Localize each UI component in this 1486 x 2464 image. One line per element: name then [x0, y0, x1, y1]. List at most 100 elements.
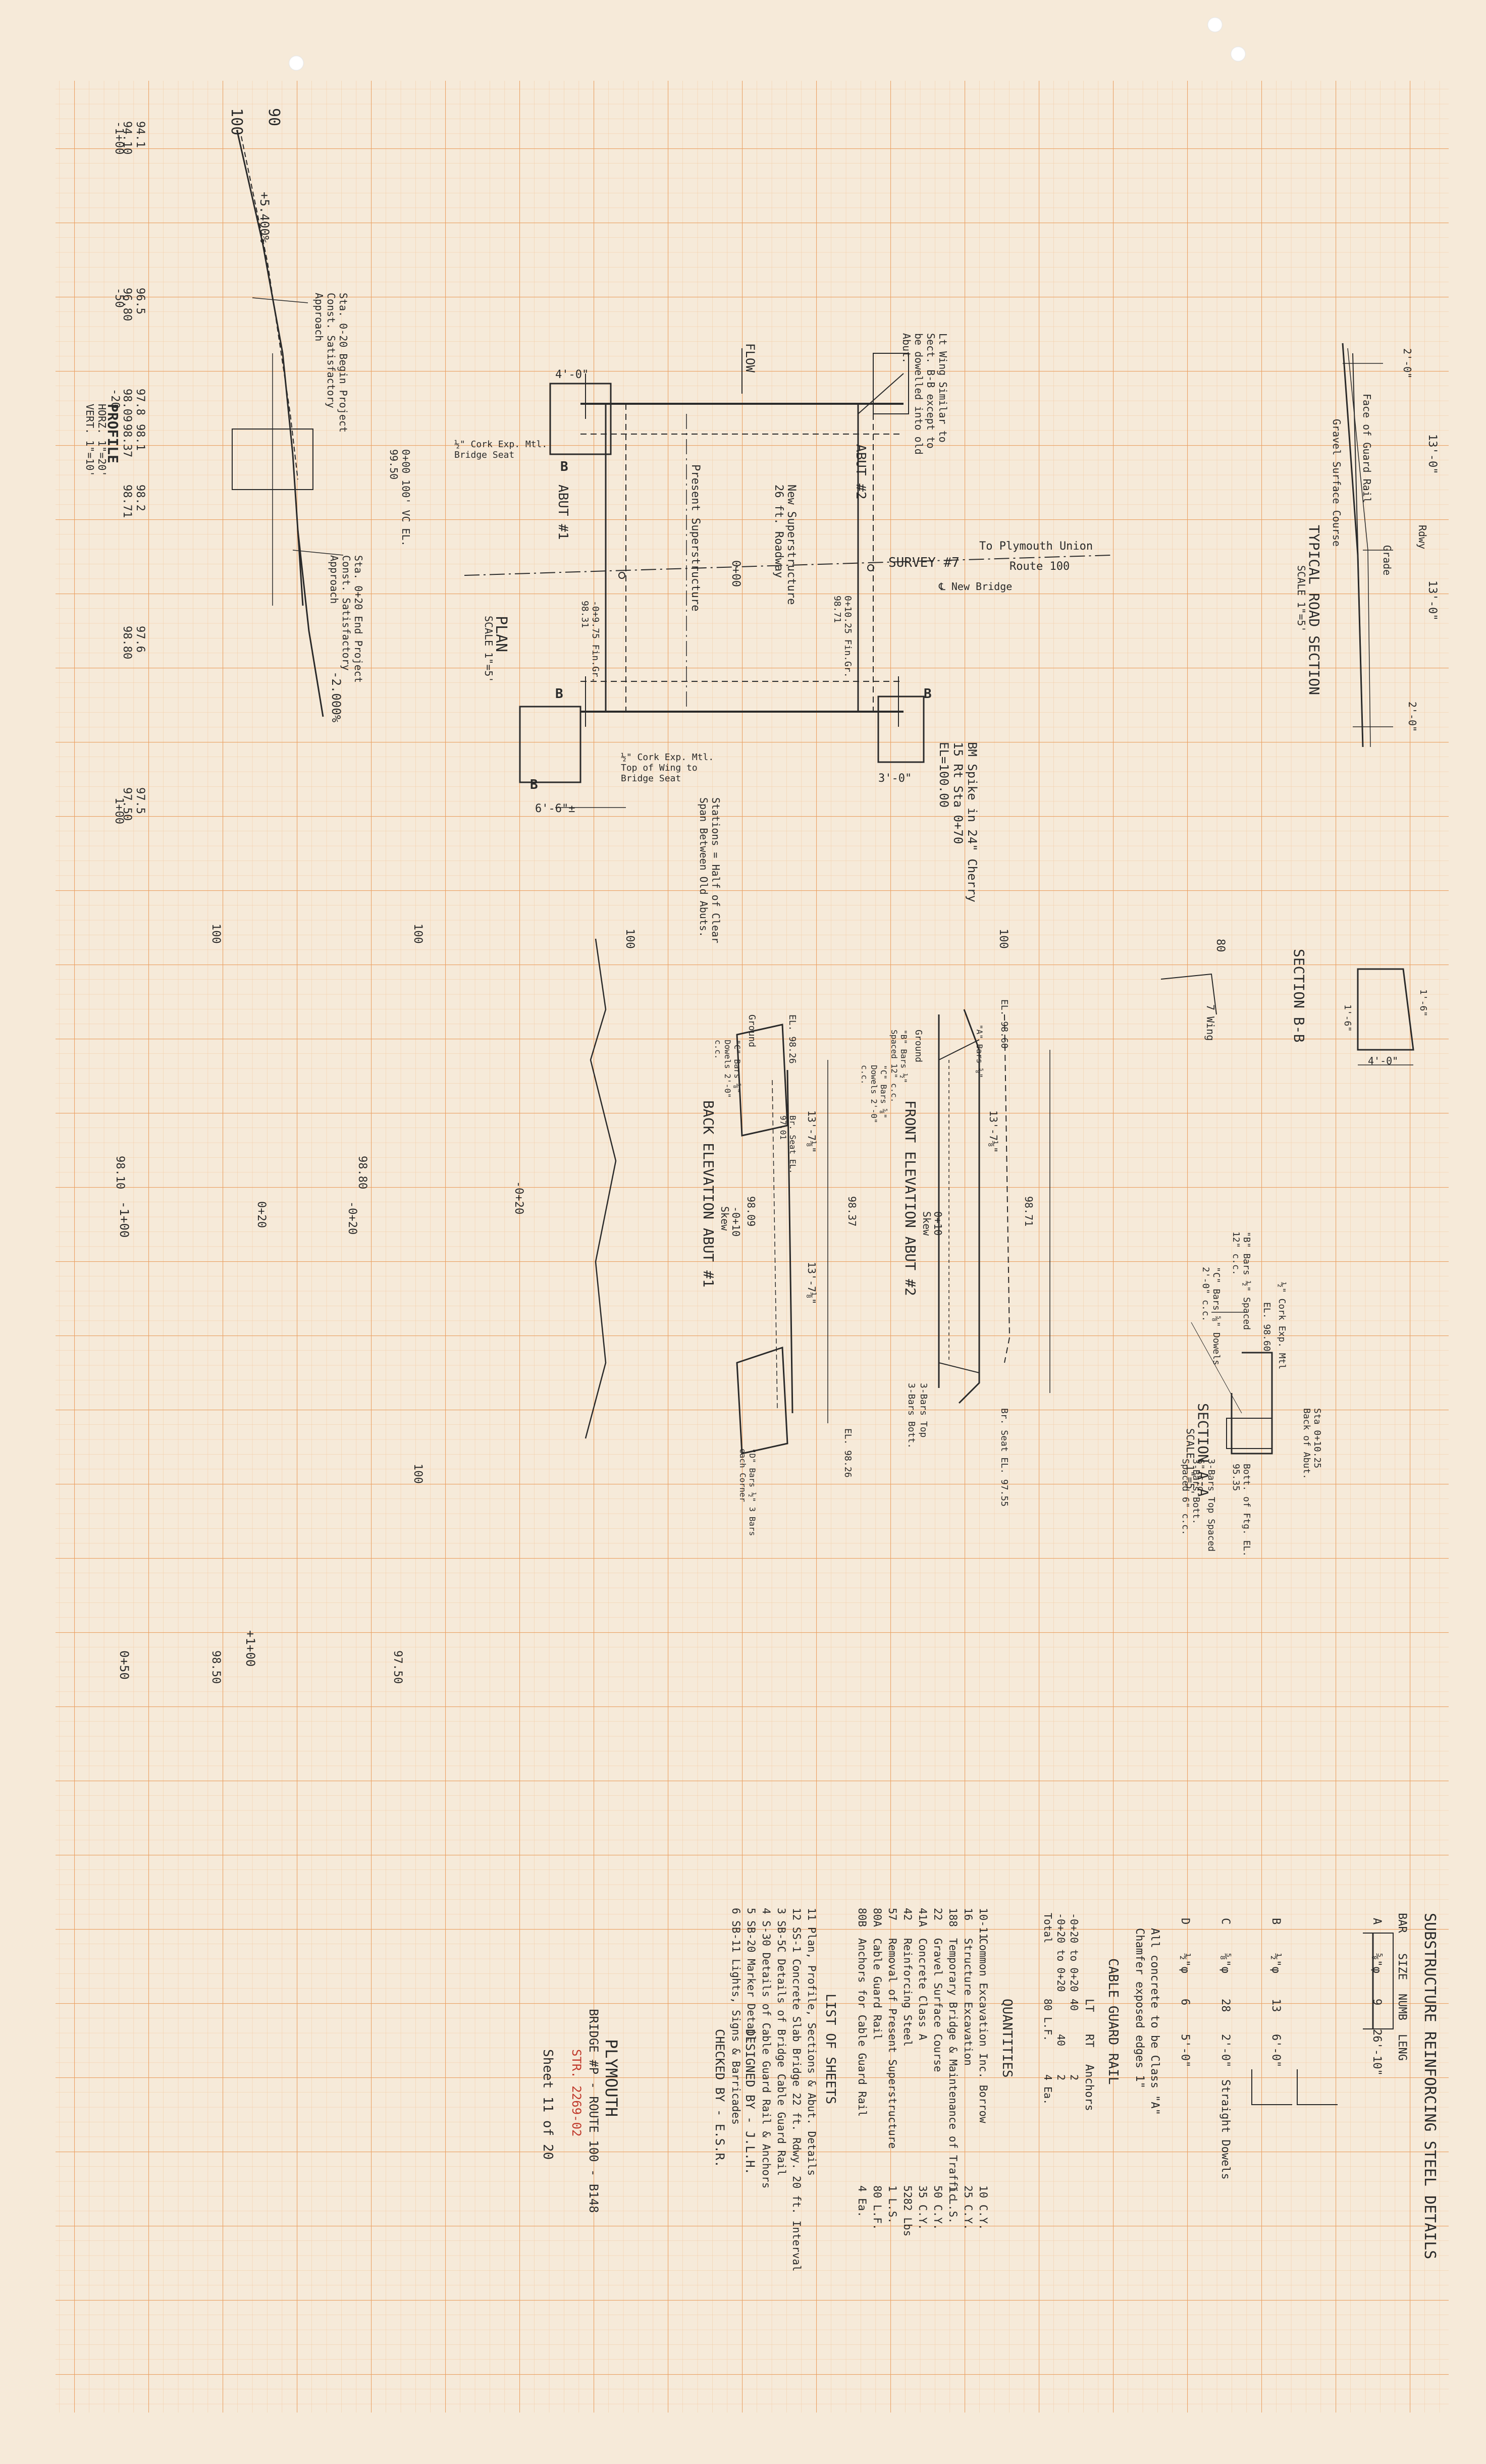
reinforcing-header-bar: BAR — [1396, 1913, 1408, 1933]
road-section-dim-a: 2'-0" — [1401, 348, 1413, 379]
guard-rail-total-anchors: 4 Ea. — [1042, 2074, 1054, 2105]
back-elevation-title: BACK ELEVATION ABUT #1 — [700, 1100, 717, 1288]
plan-section-marker: B — [530, 777, 538, 792]
checked-by: CHECKED BY - E.S.R. — [713, 2029, 727, 2168]
reinforcing-header-leng: LENG — [1396, 2034, 1408, 2061]
road-section-right: 13'-0" — [1426, 580, 1439, 621]
reinforcing-numb: 6 — [1179, 1999, 1191, 2006]
reinforcing-bar: B — [1269, 1918, 1282, 1925]
profile-station-1: -50 — [113, 288, 125, 308]
section-bb-thickness: 1'-6" — [1342, 1004, 1353, 1032]
road-section-grade: Grade — [1381, 545, 1393, 576]
road-section-title: TYPICAL ROAD SECTION — [1306, 525, 1322, 695]
front-elevation-sta: 0+10 — [932, 1211, 944, 1236]
quantity-no: 10-11 — [977, 1908, 989, 1940]
plan-cork-1: ½" Cork Exp. Mtl. Bridge Seat — [454, 439, 548, 460]
sheet-list-item: 5 SB-20 Marker Detail — [745, 1908, 757, 2042]
profile-ground-2: 97.8 — [134, 389, 146, 415]
back-elevation-ground: Ground — [747, 1014, 757, 1048]
profile-grade-3: 98.37 — [121, 424, 133, 458]
quantity-desc: Cable Guard Rail — [871, 1938, 883, 2041]
plan-new-super: New Superstructure 26 ft. Roadway — [772, 485, 798, 605]
cross-section-station: -0+20 — [512, 1181, 525, 1215]
quantity-desc: Common Excavation Inc. Borrow — [977, 1938, 989, 2123]
cross-section-scale-mark: 80 — [1214, 939, 1227, 952]
reinforcing-leng: 5'-0" — [1179, 2034, 1191, 2068]
reinforcing-size: ⅝"φ — [1370, 1953, 1383, 1973]
profile-ground-6: 97.5 — [134, 787, 146, 814]
back-elevation-skew: Skew — [719, 1206, 731, 1231]
guard-rail-lt: 40 — [1068, 1999, 1080, 2011]
sheet-list-item: 4 S-30 Details of Cable Guard Rail & Anc… — [760, 1908, 772, 2189]
profile-grade-5: 98.80 — [121, 626, 133, 660]
quantity-no: 41A — [917, 1908, 929, 1927]
plan-drawing — [464, 348, 1111, 808]
quantity-no: 57 — [886, 1908, 898, 1921]
quantities-title: QUANTITIES — [999, 1999, 1015, 2078]
section-aa-drawing — [1191, 1312, 1273, 1455]
profile-grade-up: +5.400% — [257, 192, 272, 243]
reinforcing-numb: 9 — [1370, 1999, 1383, 2006]
punch-hole — [1207, 17, 1223, 32]
back-elevation-sta: -0+10 — [730, 1206, 742, 1237]
front-elevation-top-bars: 3-Bars Top — [918, 1383, 929, 1438]
road-section-scale: SCALE 1"=5' — [1295, 565, 1307, 632]
reinforcing-leng: 6'-0" — [1269, 2034, 1282, 2068]
cross-section-elev: 98.10 — [114, 1156, 126, 1190]
plan-title: PLAN — [492, 616, 510, 653]
profile-grade-2: 98.09 — [121, 389, 133, 422]
reinforcing-size: ⅝"φ — [1219, 1953, 1232, 1973]
front-elevation-ground: Ground — [913, 1030, 924, 1063]
cross-section-station: -0+20 — [346, 1201, 358, 1235]
section-aa-bars-bott: 3-Bars Bott. Spaced 6" c.c. — [1180, 1459, 1201, 1535]
plan-route: Route 100 — [1010, 560, 1070, 573]
plan-dim-bottom: 6'-6"± — [535, 802, 575, 815]
reinforcing-bar: C — [1219, 1918, 1232, 1925]
front-elevation-drawing — [938, 1009, 1050, 1404]
section-aa-bars-c: "C" Bars ⅝" Dowels 2'-0" c.c. — [1200, 1267, 1222, 1366]
profile-station-0: -1+00 — [113, 121, 125, 155]
reinforcing-note: Straight Dowels — [1219, 2079, 1232, 2180]
guard-rail-total-lf: 80 L.F. — [1042, 1999, 1054, 2042]
reinforcing-size: ½"φ — [1269, 1953, 1282, 1973]
plan-to-plymouth: To Plymouth Union — [979, 540, 1093, 553]
profile-scale-v: VERT. 1"=10' — [84, 404, 96, 477]
stream-section-drawing — [585, 938, 617, 1439]
plan-scale: SCALE 1"=5' — [483, 616, 495, 683]
front-elevation-bars-a: "A" Bars ⅝" — [975, 1025, 984, 1078]
profile-ground-0: 94.1 — [134, 121, 146, 148]
quantity-desc: Structure Excavation — [962, 1938, 974, 2066]
plan-new-bridge: ℄ New Bridge — [939, 580, 1013, 593]
guard-rail-header-lt: LT — [1083, 1999, 1095, 2012]
quantity-desc: Temporary Bridge & Maintenance of Traffi… — [947, 1938, 959, 2200]
reinforcing-numb: 13 — [1269, 1999, 1282, 2012]
quantity-no: 16 — [962, 1908, 974, 1921]
road-section-dim-b: 2'-0" — [1406, 702, 1418, 732]
plan-wing-note: Lt Wing Similar to Sect. B-B except to b… — [900, 333, 949, 455]
section-aa-ftg: Bott. of Ftg. EL. 95.35 — [1231, 1464, 1252, 1557]
quantity-desc: Anchors for Cable Guard Rail — [856, 1938, 868, 2117]
front-elevation-skew: Skew — [921, 1211, 933, 1236]
plan-present-super: Present Superstructure — [689, 464, 702, 612]
road-section-rdwy: Rdwy — [1416, 525, 1428, 550]
plan-bm: BM Spike in 24" Cherry 15 Rt Sta 0+70 EL… — [937, 742, 979, 902]
cross-section-scale-mark: 100 — [997, 929, 1010, 949]
back-elevation-el: EL. 98.26 — [787, 1014, 798, 1064]
quantity-no: 22 — [932, 1908, 944, 1921]
plan-sta-center: 0+00 — [729, 560, 742, 587]
sheet-number: Sheet 11 of 20 — [540, 2049, 555, 2160]
profile-scale-h: HORZ. 1"=20' — [96, 404, 108, 477]
guard-rail-sta: -0+20 to 0+20 — [1068, 1913, 1080, 1992]
plan-section-marker: B — [560, 459, 568, 474]
quantity-qty: 4 Ea. — [856, 2185, 868, 2218]
front-elevation-bars-c: "C" Bars ⅝" Dowels 2'-0" c.c. — [860, 1065, 888, 1123]
reinforcing-leng: 2'-0" — [1219, 2034, 1232, 2068]
cross-section-scale-mark: 100 — [411, 1464, 424, 1484]
quantity-desc: Removal of Present Superstructure — [886, 1938, 898, 2149]
quantity-desc: Gravel Surface Course — [932, 1938, 944, 2072]
quantity-qty: 10 C.Y. — [977, 2185, 989, 2230]
profile-ground-5: 97.6 — [134, 626, 146, 653]
reinforcing-bar: D — [1179, 1918, 1191, 1925]
section-bb-title: SECTION B-B — [1291, 949, 1307, 1043]
